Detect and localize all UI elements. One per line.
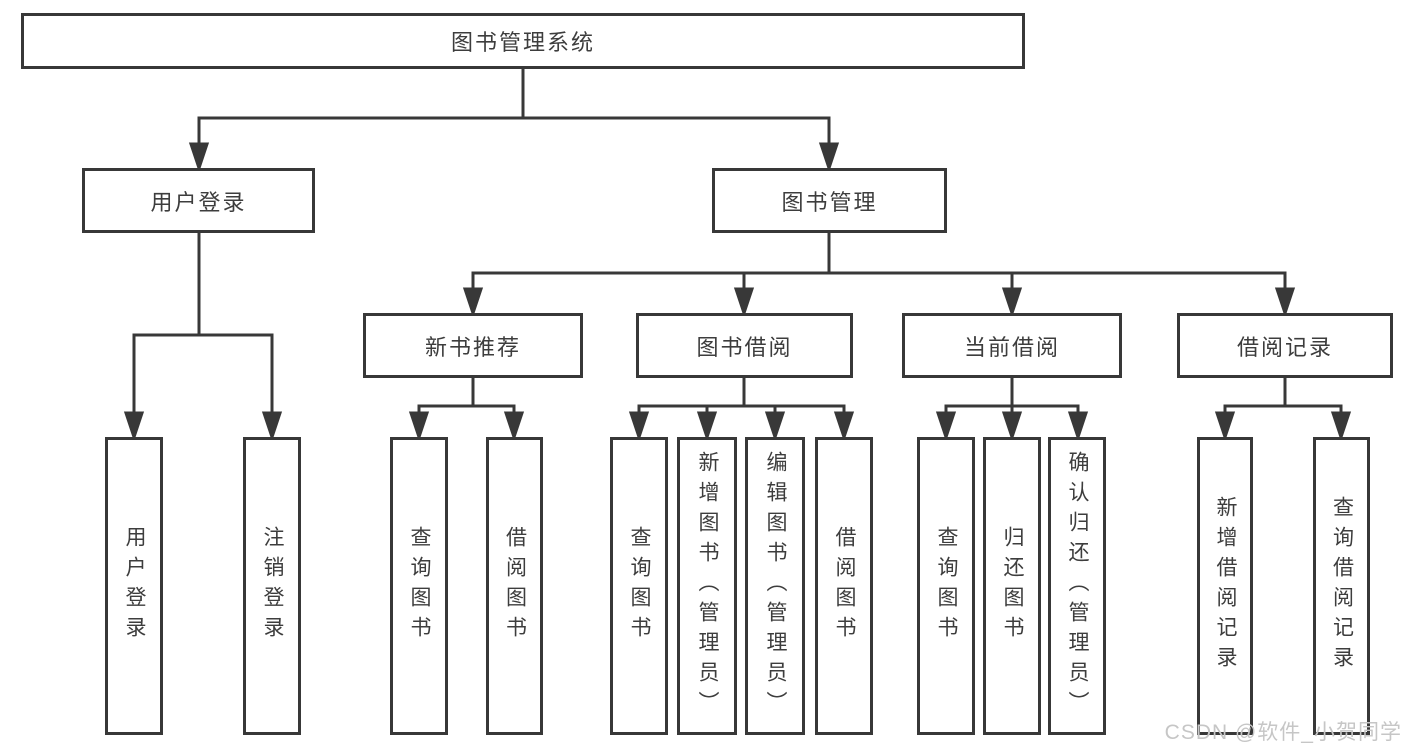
node-book-management: 图书管理 [712,168,947,233]
leaf-return-books: 归还图书 [983,437,1041,735]
arrowhead [261,411,283,442]
leaf-borrow-books-recommend: 借阅图书 [486,437,543,735]
arrowhead [408,411,430,442]
arrowhead [1067,411,1089,442]
connector-records-to-leaves [1214,378,1352,442]
arrowhead [462,287,484,318]
leaf-confirm-return-admin: 确认归还（管理员） [1048,437,1106,735]
leaf-add-borrow-record: 新增借阅记录 [1197,437,1253,735]
leaf-borrow-books: 借阅图书 [815,437,873,735]
arrowhead [1001,287,1023,318]
arrowhead [733,287,755,318]
arrowhead [696,411,718,442]
leaf-logout: 注销登录 [243,437,301,735]
arrowhead [123,411,145,442]
node-new-book-recommend: 新书推荐 [363,313,583,378]
connector-borrow-to-leaves [628,378,855,442]
leaf-edit-books-admin: 编辑图书（管理员） [745,437,805,735]
node-user-login: 用户登录 [82,168,315,233]
leaf-query-books-current: 查询图书 [917,437,975,735]
arrowhead [1274,287,1296,318]
connector-login-to-leaves [123,233,283,442]
node-current-borrowing: 当前借阅 [902,313,1122,378]
arrowhead [818,142,840,173]
arrowhead [1214,411,1236,442]
leaf-query-borrow-record: 查询借阅记录 [1313,437,1370,735]
arrowhead [628,411,650,442]
arrowhead [833,411,855,442]
node-book-borrowing: 图书借阅 [636,313,853,378]
connector-current-to-leaves [935,378,1089,442]
csdn-watermark: CSDN @软件_小贺同学 [1164,721,1402,744]
leaf-user-login: 用户登录 [105,437,163,735]
connector-recommend-to-leaves [408,378,525,442]
arrowhead [764,411,786,442]
leaf-add-books-admin: 新增图书（管理员） [677,437,737,735]
arrowhead [188,142,210,173]
arrowhead [935,411,957,442]
node-root-system: 图书管理系统 [21,13,1025,69]
connector-root-to-level2 [188,69,840,173]
leaf-query-books-borrow: 查询图书 [610,437,668,735]
leaf-query-books-recommend: 查询图书 [390,437,448,735]
node-borrowing-records: 借阅记录 [1177,313,1393,378]
arrowhead [1330,411,1352,442]
connector-mgmt-to-level3 [462,233,1296,318]
arrowhead [1001,411,1023,442]
arrowhead [503,411,525,442]
